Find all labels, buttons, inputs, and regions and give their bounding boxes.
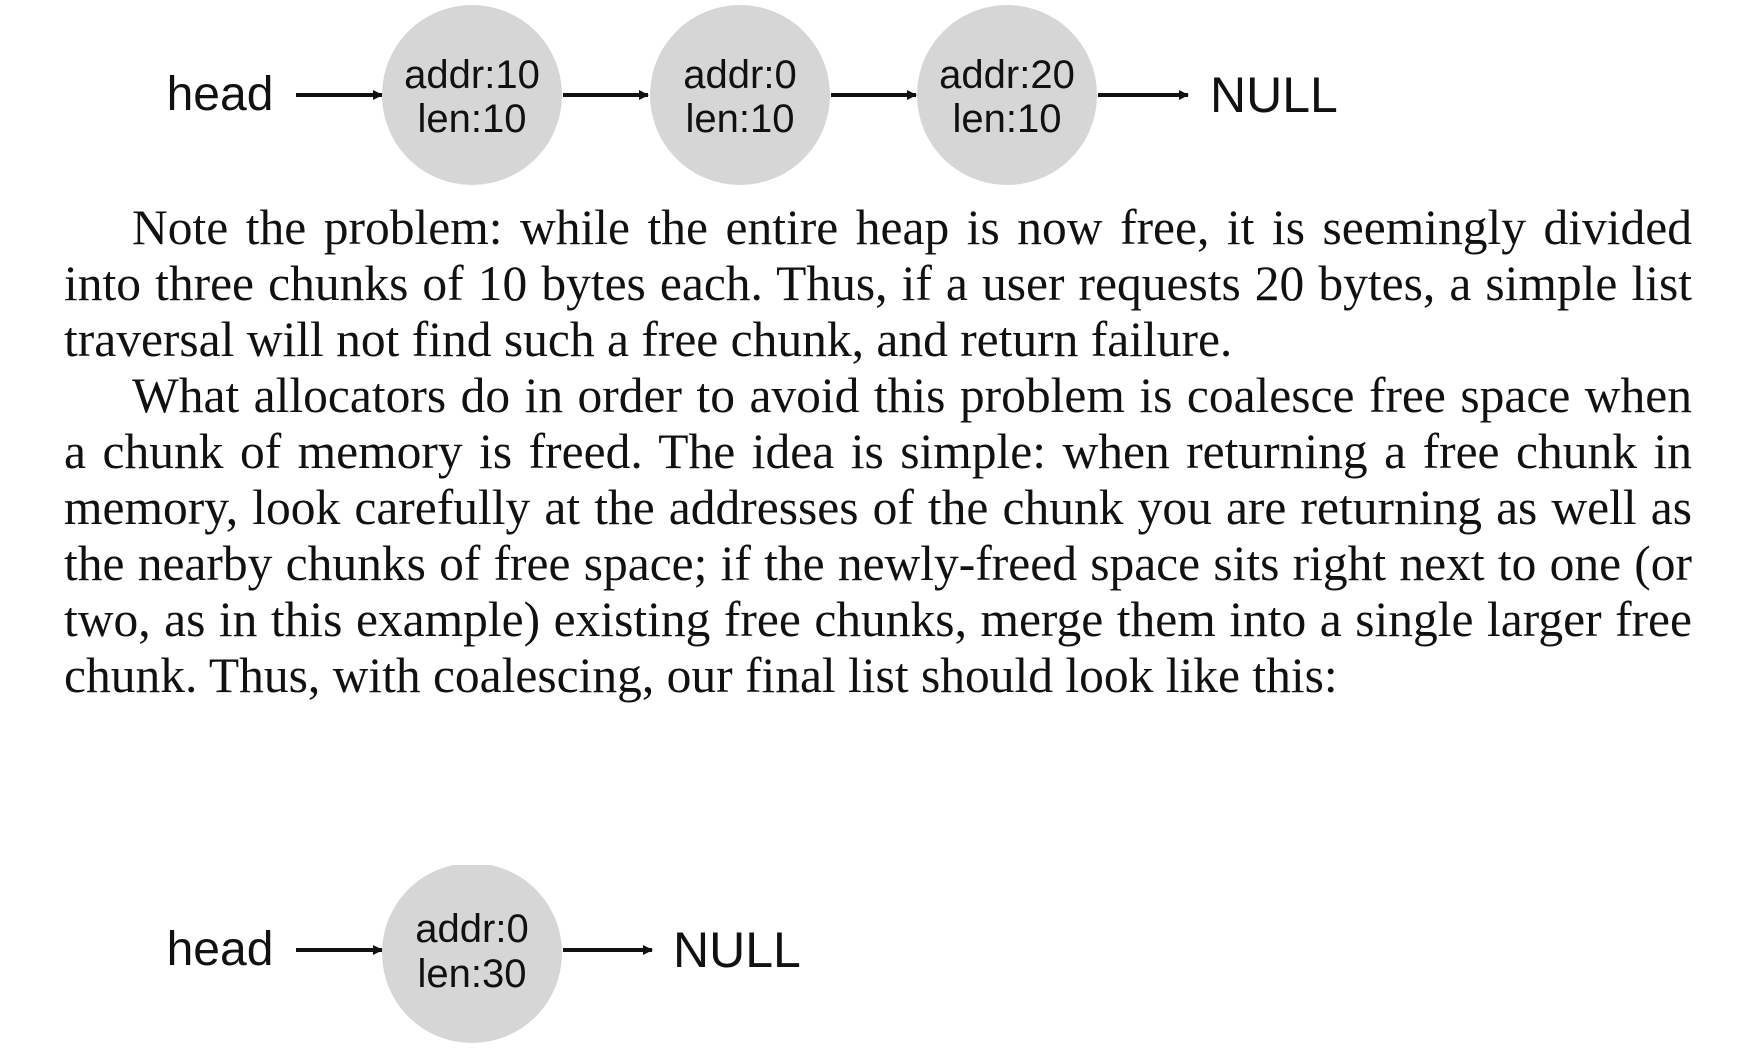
node-addr-label: addr:10 — [404, 53, 540, 97]
head-label: head — [167, 68, 274, 121]
node-circle — [650, 5, 830, 185]
node-len-label: len:10 — [953, 97, 1062, 141]
paragraph-problem: Note the problem: while the entire heap … — [64, 200, 1692, 367]
list-node-1: addr:0 len:30 — [382, 865, 562, 1043]
null-label: NULL — [1210, 67, 1338, 123]
node-addr-label: addr:0 — [683, 53, 796, 97]
null-label: NULL — [673, 922, 801, 978]
list-node-3: addr:20 len:10 — [917, 5, 1097, 185]
paragraph-coalesce: What allocators do in order to avoid thi… — [64, 368, 1692, 703]
node-circle — [382, 5, 562, 185]
node-len-label: len:30 — [418, 952, 527, 996]
body-text: Note the problem: while the entire heap … — [64, 200, 1692, 704]
list-node-1: addr:10 len:10 — [382, 5, 562, 185]
free-list-diagram-before: head addr:10 len:10 addr:0 len:10 addr:2… — [0, 0, 1743, 190]
node-circle — [382, 865, 562, 1043]
free-list-diagram-after: head addr:0 len:30 NULL — [0, 865, 1743, 1055]
node-addr-label: addr:20 — [939, 53, 1075, 97]
node-circle — [917, 5, 1097, 185]
node-len-label: len:10 — [418, 97, 527, 141]
list-node-2: addr:0 len:10 — [650, 5, 830, 185]
node-addr-label: addr:0 — [415, 907, 528, 951]
node-len-label: len:10 — [686, 97, 795, 141]
head-label: head — [167, 923, 274, 976]
